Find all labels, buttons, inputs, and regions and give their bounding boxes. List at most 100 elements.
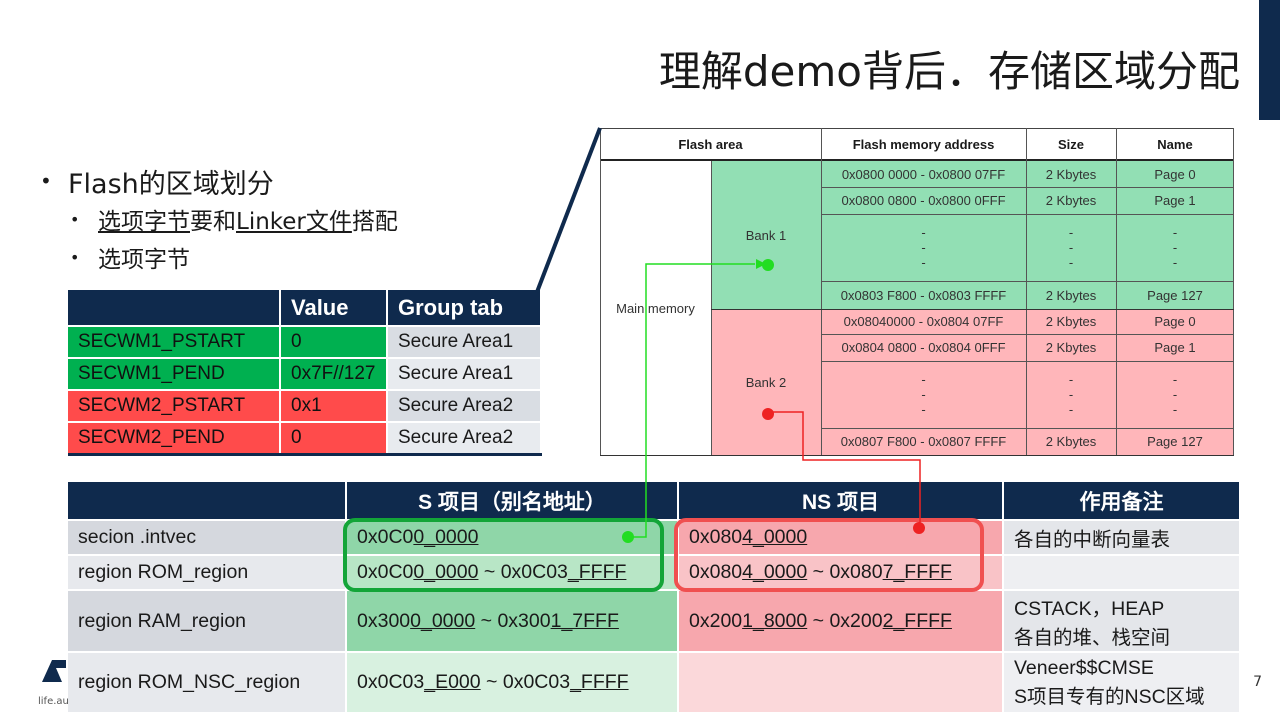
header-address: Flash memory address [821,128,1026,161]
page-cell: Page 1 [1154,193,1196,208]
accent-bar [1259,0,1280,120]
note-line: CSTACK，HEAP [1014,598,1165,620]
main-memory-label: Main memory [616,301,695,316]
addr-underlined: 4_0000 [742,526,808,548]
table-header: Group tab [387,290,542,326]
ellipsis-dash: - [921,387,926,402]
option-name: SECWM2_PEND [68,421,281,456]
option-value: 0x7F//127 [280,357,388,390]
table-header: 作用备注 [1003,482,1241,520]
bullet-level1: • Flash的区域划分 [40,162,398,200]
addr-underlined: 1_8000 [742,609,808,632]
ns-address-cell: 0x2001_8000 ~ 0x2002_FFFF [678,589,1004,652]
option-name: SECWM1_PEND [68,357,281,390]
table-row: SECWM1_PSTART 0 Secure Area1 [68,325,542,358]
table-header: NS 项目 [678,482,1004,520]
s-address-cell: 0x0C00_0000 [346,519,679,555]
ellipsis-dash: - [1172,240,1178,255]
addr-prefix: 0x300 [357,609,411,632]
page-title: 理解demo背后．存储区域分配 [658,47,1240,96]
note-cell: CSTACK，HEAP 各自的堆、栈空间 [1003,589,1241,652]
note-line: Veneer$$CMSE [1014,656,1154,679]
ellipsis-dash: - [921,255,926,270]
table-header-row: S 项目（别名地址） NS 项目 作用备注 [68,482,1241,520]
page-number: 7 [1253,674,1262,690]
flash-organization-table: Flash area Flash memory address Size Nam… [600,128,1234,456]
ellipsis-cell: --- [1116,214,1234,281]
option-name: SECWM2_PSTART [68,389,281,422]
table-header [68,482,347,520]
address-cell: 0x0800 0000 - 0x0800 07FF [841,166,1006,182]
bullet-dot-icon: • [40,169,52,193]
ellipsis-cell: --- [1026,361,1116,428]
addr-underlined: 2_FFFF [882,609,952,632]
region-label: region ROM_NSC_region [68,651,347,712]
ns-address-cell: 0x0804_0000 [678,519,1004,555]
addr-separator: ~ [475,609,498,632]
address-cell: 0x0807 F800 - 0x0807 FFFF [840,434,1007,449]
grid-line [821,428,1234,429]
page-cell: Page 0 [1154,166,1196,182]
option-group: Secure Area1 [387,357,542,390]
size-cell: 2 Kbytes [1045,287,1097,303]
table-header-row: Value Group tab [68,290,542,326]
bullet-level2: • 选项字节 要和 Linker文件 搭配 [70,200,398,238]
addr-prefix: 0x0C03 [502,671,571,693]
ellipsis-dash: - [921,240,926,255]
grid-line [711,309,1234,310]
s-address-cell: 0x3000_0000 ~ 0x3001_7FFF [346,589,679,652]
size-cell: 2 Kbytes [1045,314,1097,329]
page-cell: Page 127 [1147,287,1203,303]
link-option-bytes[interactable]: 选项字节 [98,209,190,235]
size-cell: 2 Kbytes [1045,434,1097,449]
ellipsis-dash: - [921,225,926,240]
bank1-fill [711,161,1234,309]
addr-underlined: 0_0000 [413,561,479,583]
addr-underlined: 0_0000 [413,526,479,548]
grid-line [1026,128,1027,456]
ellipsis-dash: - [1068,240,1074,255]
table-row: region RAM_region 0x3000_0000 ~ 0x3001_7… [68,589,1241,652]
bank2-label: Bank 2 [745,375,787,390]
divider-line [535,127,602,293]
address-cell: 0x0804 0800 - 0x0804 0FFF [841,340,1006,355]
addr-underlined: 1_7FFF [550,609,619,632]
header-size: Size [1026,128,1116,161]
option-value: 0 [280,421,388,456]
addr-underlined: 4_0000 [742,561,808,583]
s-address-cell: 0x0C03_E000 ~ 0x0C03_FFFF [346,651,679,712]
ellipsis-dash: - [1172,387,1178,402]
link-linker-file[interactable]: Linker文件 [236,209,352,235]
option-group: Secure Area2 [387,421,542,456]
table-row: region ROM_NSC_region 0x0C03_E000 ~ 0x0C… [68,651,1241,712]
ellipsis-dash: - [1068,372,1074,387]
grid-line [821,361,1234,362]
addr-prefix: 0x0C0 [357,561,414,583]
address-cell: 0x0803 F800 - 0x0803 FFFF [840,287,1007,303]
bullet-text: 要和 [190,209,236,235]
ellipsis-dash: - [1068,402,1074,417]
grid-line [821,214,1234,215]
bullet-dot-icon: • [70,247,80,267]
page-cell: Page 127 [1147,434,1203,449]
ellipsis-cell: --- [1116,361,1234,428]
header-name: Name [1116,128,1234,161]
option-group: Secure Area2 [387,389,542,422]
ellipsis-dash: - [1172,372,1178,387]
addr-underlined: _FFFF [570,671,629,693]
table-header: S 项目（别名地址） [346,482,679,520]
option-group: Secure Area1 [387,325,542,358]
size-cell: 2 Kbytes [1045,166,1097,182]
grid-line [821,281,1234,282]
grid-line [1116,128,1117,456]
region-label: region RAM_region [68,589,347,652]
note-line: 各自的堆、栈空间 [1014,627,1171,649]
table-row: SECWM2_PSTART 0x1 Secure Area2 [68,389,542,422]
ellipsis-dash: - [1172,225,1178,240]
bullet-text: 搭配 [351,209,398,235]
bank1-label: Bank 1 [745,227,787,243]
addr-prefix: 0x0C03 [357,671,425,693]
addr-underlined: _E000 [424,671,481,693]
logo-text: life.au [38,696,69,707]
region-label: secion .intvec [68,519,347,555]
